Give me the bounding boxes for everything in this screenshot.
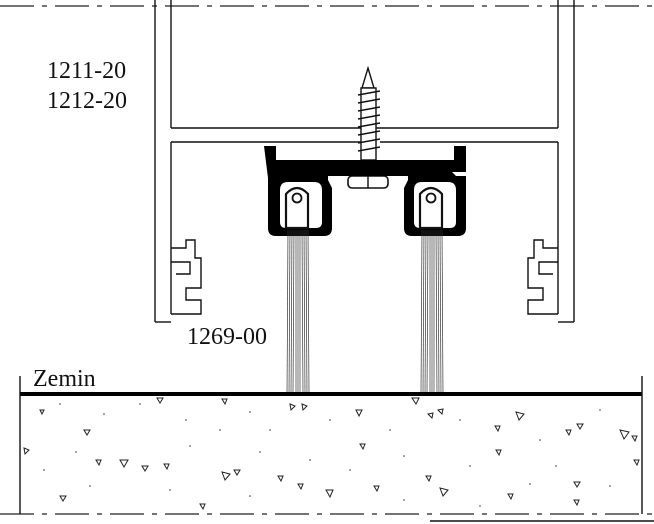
brush-seal-icon: [286, 229, 444, 395]
profile-label-1212: 1212-20: [47, 88, 127, 114]
cut-line-bottom: [0, 513, 654, 522]
screw-icon: [347, 65, 389, 189]
floor-dots: [43, 403, 611, 507]
brush-carrier: [264, 146, 466, 236]
floor-line: [19, 376, 643, 514]
floor-label: Zemin: [33, 366, 96, 392]
floor-hatch: [23, 397, 640, 511]
brush-profile-label: 1269-00: [187, 324, 267, 350]
profile-label-1211: 1211-20: [47, 58, 126, 84]
